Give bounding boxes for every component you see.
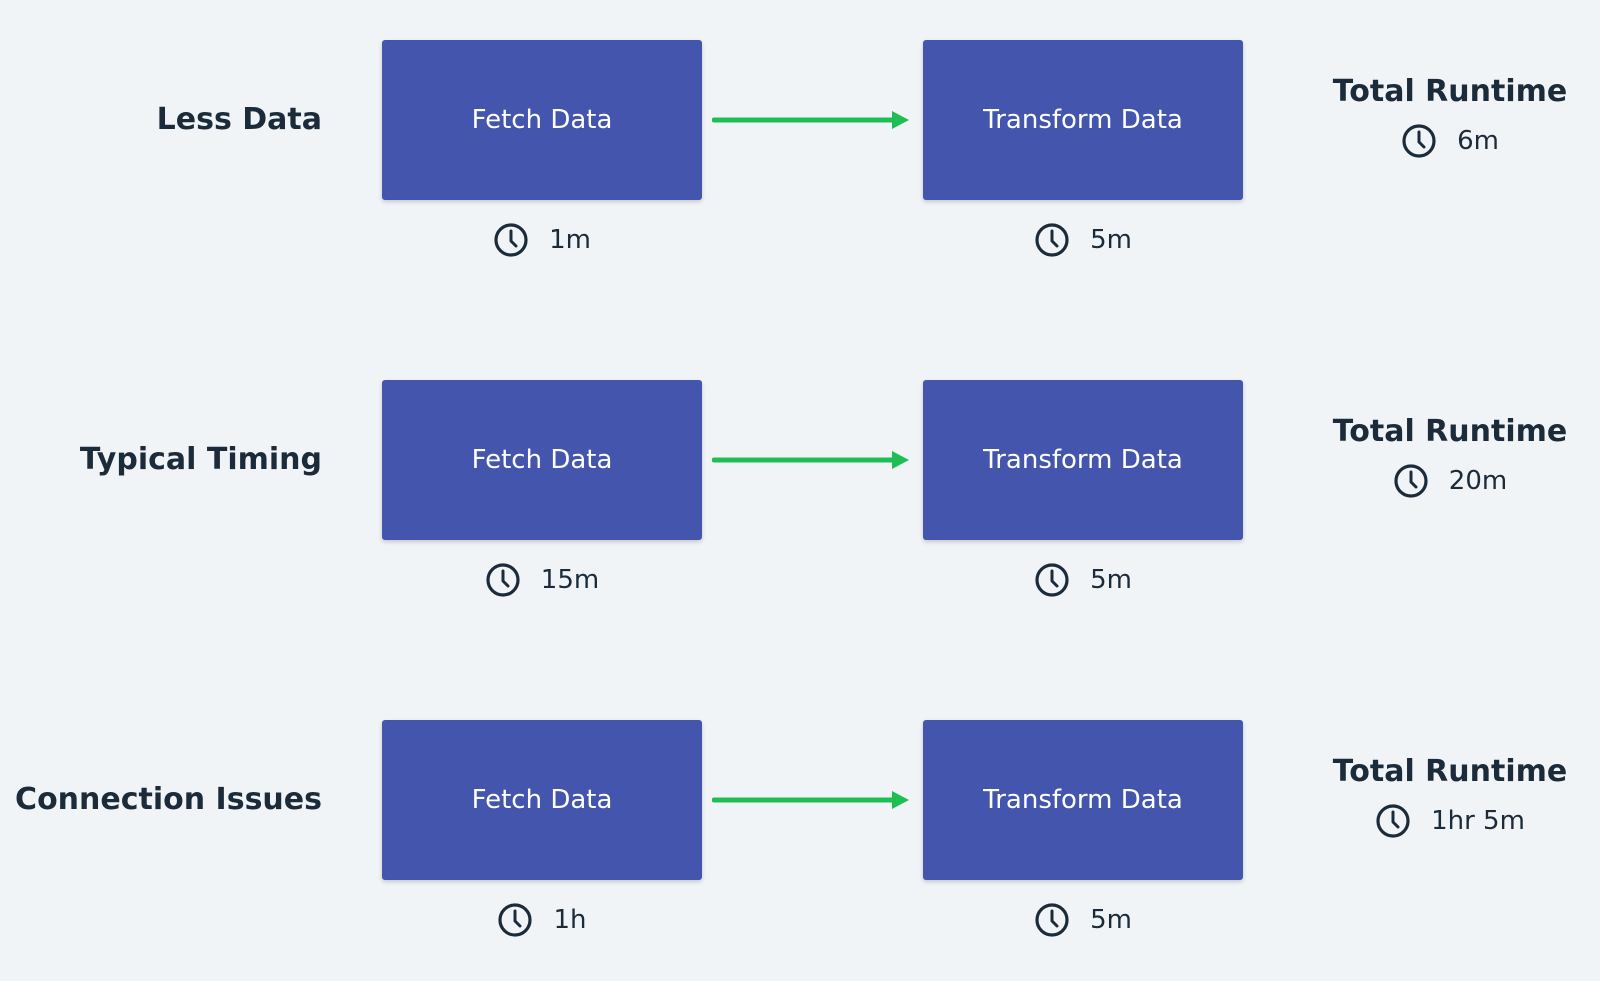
fetch-duration: 1m: [382, 222, 702, 258]
duration-value: 1m: [549, 225, 591, 255]
clock-icon: [1035, 903, 1069, 937]
total-runtime: Total Runtime 1hr 5m: [1330, 754, 1570, 839]
total-runtime-title: Total Runtime: [1332, 414, 1568, 449]
total-runtime-duration: 6m: [1457, 126, 1499, 156]
clock-icon: [1035, 563, 1069, 597]
task-label: Fetch Data: [471, 105, 613, 135]
total-runtime: Total Runtime 20m: [1330, 414, 1570, 499]
transform-duration: 5m: [923, 902, 1243, 938]
clock-icon: [494, 223, 528, 257]
transform-duration: 5m: [923, 222, 1243, 258]
total-runtime-duration: 1hr 5m: [1431, 806, 1525, 836]
scenario-row-connection-issues: Connection Issues Fetch Data Transform D…: [0, 720, 1600, 960]
task-label: Transform Data: [983, 785, 1183, 815]
flow-arrow: [712, 451, 909, 469]
duration-value: 1h: [553, 905, 587, 935]
fetch-duration: 1h: [382, 902, 702, 938]
total-runtime: Total Runtime 6m: [1330, 74, 1570, 159]
flow-arrow: [712, 111, 909, 129]
total-runtime-value: 6m: [1330, 123, 1570, 159]
fetch-data-task: Fetch Data: [382, 380, 702, 540]
task-label: Fetch Data: [471, 785, 613, 815]
transform-data-task: Transform Data: [923, 720, 1243, 880]
duration-value: 15m: [540, 565, 600, 595]
flow-arrow: [712, 791, 909, 809]
clock-icon: [1035, 223, 1069, 257]
total-runtime-value: 20m: [1330, 463, 1570, 499]
task-label: Transform Data: [983, 105, 1183, 135]
clock-icon: [1402, 124, 1436, 158]
task-label: Transform Data: [983, 445, 1183, 475]
transform-duration: 5m: [923, 562, 1243, 598]
scenario-row-typical-timing: Typical Timing Fetch Data Transform Data…: [0, 380, 1600, 620]
total-runtime-title: Total Runtime: [1332, 754, 1568, 789]
duration-value: 5m: [1090, 905, 1132, 935]
total-runtime-title: Total Runtime: [1332, 74, 1568, 109]
scenario-label: Typical Timing: [79, 442, 322, 477]
duration-value: 5m: [1090, 565, 1132, 595]
total-runtime-duration: 20m: [1448, 466, 1508, 496]
fetch-data-task: Fetch Data: [382, 720, 702, 880]
scenario-label: Less Data: [156, 102, 322, 137]
transform-data-task: Transform Data: [923, 380, 1243, 540]
clock-icon: [1376, 804, 1410, 838]
total-runtime-value: 1hr 5m: [1330, 803, 1570, 839]
fetch-duration: 15m: [382, 562, 702, 598]
scenario-label: Connection Issues: [15, 782, 322, 817]
clock-icon: [1394, 464, 1428, 498]
clock-icon: [498, 903, 533, 937]
fetch-data-task: Fetch Data: [382, 40, 702, 200]
clock-icon: [486, 563, 520, 597]
task-label: Fetch Data: [471, 445, 613, 475]
duration-value: 5m: [1090, 225, 1132, 255]
scenario-row-less-data: Less Data Fetch Data Transform Data 1m 5…: [0, 40, 1600, 280]
transform-data-task: Transform Data: [923, 40, 1243, 200]
